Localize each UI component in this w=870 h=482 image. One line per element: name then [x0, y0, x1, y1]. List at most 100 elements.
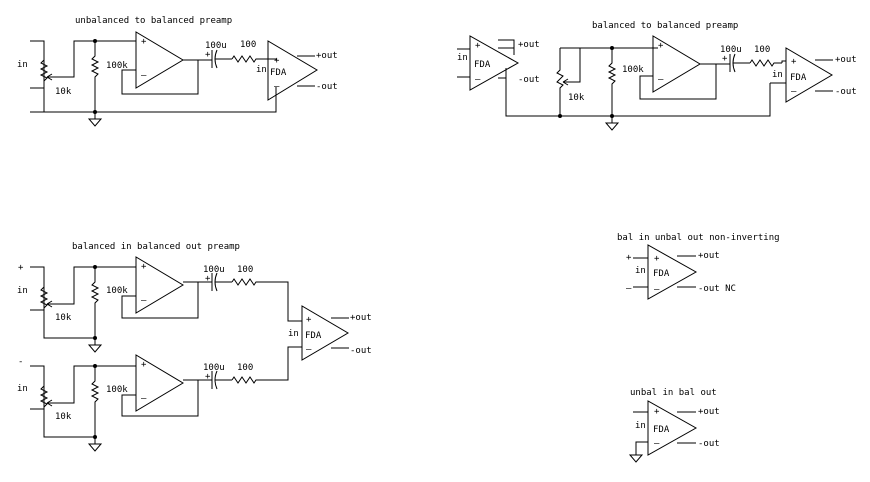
fda	[469, 35, 520, 91]
opamp-minus: –	[658, 75, 664, 85]
input-wires	[633, 257, 648, 288]
pot-wiper	[46, 365, 136, 407]
out-neg-nc-label: -out NC	[698, 284, 736, 294]
junction-dot	[558, 114, 562, 118]
capacitor-100u	[211, 49, 232, 69]
resistor-label: 100k	[106, 286, 128, 296]
resistor-100k	[90, 366, 100, 444]
junction-dot	[93, 39, 97, 43]
resistor-100k	[90, 267, 100, 345]
wire	[457, 48, 470, 78]
fda	[301, 305, 349, 361]
junction-dot	[610, 46, 614, 50]
fda-minus: –	[475, 75, 481, 85]
ground-icon	[87, 344, 103, 353]
minus-input-label: -	[18, 357, 23, 367]
feedback-wire	[121, 59, 212, 95]
opamp	[135, 354, 184, 412]
pot-10k	[39, 59, 49, 82]
resistor-100	[231, 278, 302, 322]
junction-dot	[93, 364, 97, 368]
fda-in-label: in	[288, 329, 299, 339]
capacitor-label: 100u	[203, 265, 225, 275]
junction-dot	[93, 336, 97, 340]
fda-in-label: in	[256, 65, 267, 75]
capacitor-polarity: +	[722, 54, 728, 64]
feedback-wire	[121, 281, 212, 319]
circuit-unbal-in-bal-out: unbal in bal out + – FDA in +out -out	[628, 388, 720, 463]
fda-outputs	[677, 255, 696, 288]
capacitor-label: 100u	[720, 45, 742, 55]
capacitor-100u	[729, 53, 750, 73]
resistor-label: 100k	[106, 385, 128, 395]
ground-icon	[604, 116, 620, 131]
fda-in-label: in	[635, 421, 646, 431]
out-neg-label: -out	[316, 82, 338, 92]
fda-in-label: in	[772, 70, 783, 80]
fda-plus: +	[274, 56, 280, 66]
junction-dot	[93, 435, 97, 439]
fda-minus: –	[654, 285, 660, 295]
resistor-100	[749, 59, 782, 67]
fda-plus: +	[791, 57, 797, 67]
out-neg-label: -out	[518, 75, 540, 85]
fda-plus: +	[306, 315, 312, 325]
circuit-balanced-in-balanced-out: balanced in balanced out preamp + in 10k…	[17, 242, 372, 452]
opamp-minus: –	[141, 296, 147, 306]
fda-outputs	[297, 55, 315, 87]
opamp	[135, 31, 184, 89]
pot-10k	[39, 286, 49, 309]
pot-wiper	[46, 266, 136, 308]
fda-minus: –	[654, 439, 660, 449]
input-wires	[633, 411, 648, 455]
ground-icon	[628, 454, 644, 463]
out-pos-label: +out	[698, 407, 720, 417]
fda-plus: +	[654, 254, 660, 264]
circuit-unbalanced-to-balanced: unbalanced to balanced preamp in 10k 100…	[17, 16, 338, 127]
fda-outputs	[331, 317, 349, 349]
fda-minus: –	[791, 87, 797, 97]
resistor-label: 100	[237, 363, 253, 373]
opamp-plus: +	[141, 360, 147, 370]
capacitor-label: 100u	[203, 363, 225, 373]
fda-label: FDA	[790, 73, 807, 83]
fda-plus: +	[654, 407, 660, 417]
out-neg-label: -out	[350, 346, 372, 356]
capacitor-label: 100u	[205, 41, 227, 51]
fda	[267, 40, 318, 101]
ground-icon	[87, 443, 103, 452]
opamp-minus: –	[141, 71, 147, 81]
opamp-plus: +	[141, 262, 147, 272]
fda-label: FDA	[305, 331, 322, 341]
out-pos-label: +out	[698, 251, 720, 261]
pot-10k	[556, 47, 658, 116]
fda-in-label: in	[635, 266, 646, 276]
input-label: in	[17, 60, 28, 70]
out-pos-label: +out	[350, 313, 372, 323]
pot-10k	[39, 385, 49, 408]
fda-plus: +	[475, 41, 481, 51]
input-label: in	[17, 384, 28, 394]
fda	[785, 47, 833, 103]
circuit-title: bal in unbal out non-inverting	[617, 233, 780, 243]
input-label: in	[457, 53, 468, 63]
fda-outputs	[815, 59, 833, 92]
junction-dot	[93, 265, 97, 269]
minus-input-label: –	[626, 284, 632, 294]
fda-minus: –	[274, 82, 280, 92]
resistor-label: 100k	[106, 61, 128, 71]
fda	[647, 400, 698, 456]
opamp	[652, 35, 701, 93]
out-pos-label: +out	[835, 55, 857, 65]
capacitor-100u	[211, 370, 232, 390]
feedback-wire	[639, 63, 730, 100]
wire	[30, 266, 95, 339]
resistor-label: 100	[240, 40, 256, 50]
out-pos-label: +out	[316, 51, 338, 61]
opamp-plus: +	[658, 41, 664, 51]
pot-label: 10k	[55, 87, 72, 97]
fda-label: FDA	[270, 68, 287, 78]
pot-label: 10k	[568, 93, 585, 103]
fda-minus: –	[306, 345, 312, 355]
